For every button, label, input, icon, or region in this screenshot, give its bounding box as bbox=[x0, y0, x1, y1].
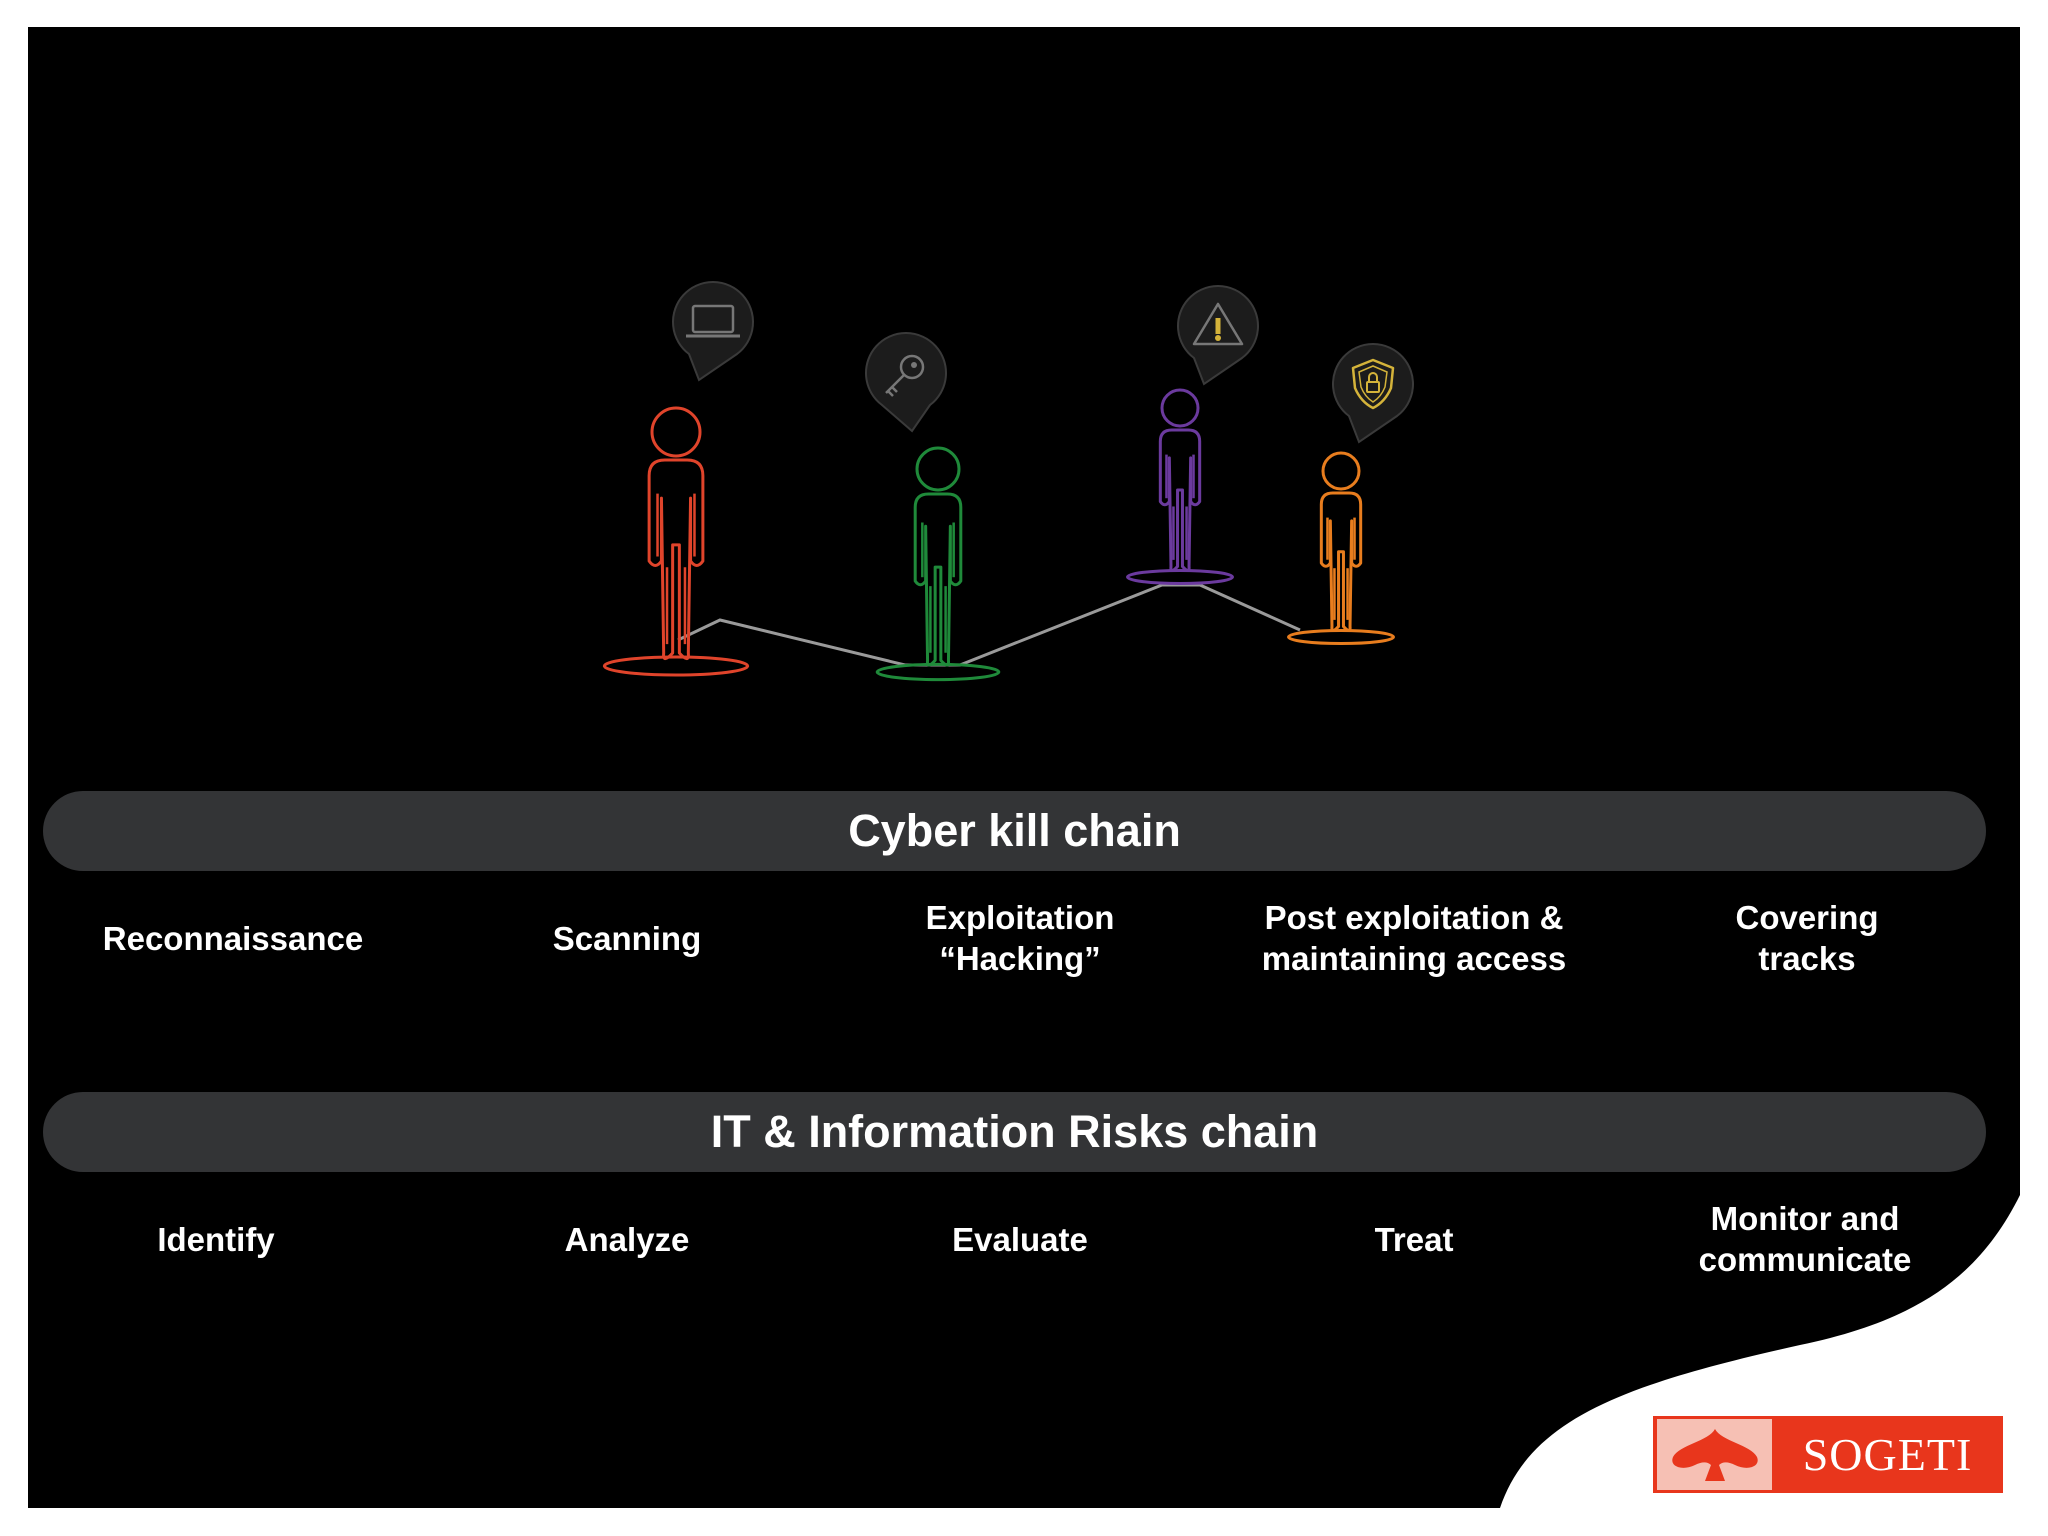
figure-body bbox=[1158, 428, 1202, 572]
figure-base bbox=[602, 655, 750, 677]
figure-head bbox=[1160, 388, 1200, 428]
figure-head bbox=[650, 406, 702, 458]
figure-orange bbox=[1287, 343, 1414, 646]
figure-body bbox=[913, 492, 963, 667]
figure-base bbox=[1287, 628, 1395, 646]
risk-step-treat: Treat bbox=[1374, 1220, 1454, 1258]
spade-icon bbox=[1657, 1419, 1772, 1490]
kill-step-scanning: Scanning bbox=[552, 919, 702, 957]
figure-green bbox=[865, 332, 1001, 682]
figure-base bbox=[1126, 568, 1234, 586]
figures-group bbox=[602, 281, 1414, 682]
figure-body bbox=[1319, 491, 1363, 632]
logo-text: SOGETI bbox=[1802, 1429, 1973, 1480]
shield-lock-icon bbox=[1351, 358, 1395, 410]
sogeti-logo: SOGETI bbox=[1653, 1416, 2003, 1493]
kill-chain-band: Cyber kill chain bbox=[43, 791, 1986, 871]
risk-step-monitor: Monitor and communicate bbox=[1698, 1200, 1912, 1278]
risk-step-analyze: Analyze bbox=[564, 1220, 690, 1258]
warning-bubble bbox=[1177, 285, 1259, 386]
laptop-bubble bbox=[672, 281, 754, 382]
shield-lock-bubble bbox=[1332, 343, 1414, 444]
risk-step-evaluate: Evaluate bbox=[952, 1220, 1088, 1258]
warning-icon bbox=[1192, 302, 1244, 346]
laptop-icon bbox=[686, 304, 740, 338]
kill-step-covering-tracks: Covering tracks bbox=[1735, 899, 1879, 977]
kill-step-post-exploitation: Post exploitation & maintaining access bbox=[1261, 899, 1567, 977]
risk-chain-title: IT & Information Risks chain bbox=[710, 1106, 1319, 1157]
figure-base bbox=[875, 662, 1001, 682]
figure-body bbox=[647, 458, 705, 661]
kill-chain-title: Cyber kill chain bbox=[848, 805, 1181, 856]
risk-chain-band: IT & Information Risks chain bbox=[43, 1092, 1986, 1172]
key-icon bbox=[885, 354, 925, 397]
figure-purple bbox=[1126, 285, 1259, 586]
kill-step-exploitation: Exploitation “Hacking” bbox=[925, 899, 1115, 977]
figure-red bbox=[602, 281, 754, 677]
figure-head bbox=[1321, 451, 1361, 491]
key-bubble bbox=[865, 332, 947, 433]
figure-head bbox=[915, 446, 961, 492]
risk-step-identify: Identify bbox=[157, 1220, 275, 1258]
kill-step-reconnaissance: Reconnaissance bbox=[102, 919, 364, 957]
